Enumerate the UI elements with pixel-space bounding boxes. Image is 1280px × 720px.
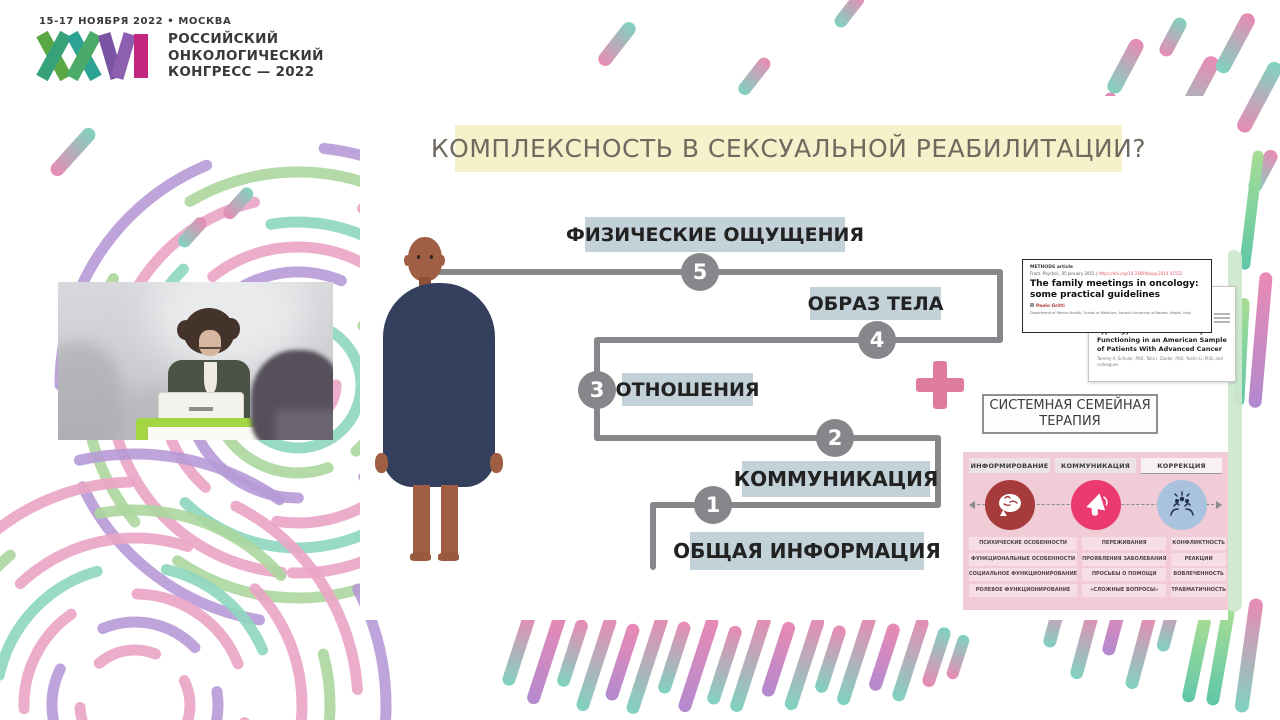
paper1-title: The family meetings in oncology: some pr…: [1030, 279, 1199, 300]
step-label-4: ОБРАЗ ТЕЛА: [808, 287, 943, 320]
slide-title: КОМПЛЕКСНОСТЬ В СЕКСУАЛЬНОЙ РЕАБИЛИТАЦИИ…: [431, 125, 1146, 172]
step-number-3: 3: [578, 371, 616, 409]
congress-name-line1: РОССИЙСКИЙ: [168, 31, 279, 47]
paper2-authors: Tammy A. Schuler, PhD, Talia I. Zaider, …: [1097, 356, 1223, 367]
person-hand-left: [375, 453, 388, 473]
list-item: «СЛОЖНЫЕ ВОПРОСЫ»: [1082, 583, 1167, 597]
paper1-meta: Front. Psychol., 05 January 2015 | https…: [1030, 271, 1204, 276]
step-number-2: 2: [816, 419, 854, 457]
paper1-doi-link: https://doi.org/10.3389/fpsyg.2014.01552: [1098, 271, 1183, 276]
step-number-5: 5: [681, 253, 719, 291]
paper1-author-name: Paolo Gritti: [1036, 304, 1065, 310]
therapy-panel: ИНФОРМИРОВАНИЕ КОММУНИКАЦИЯ КОРРЕКЦИЯ: [963, 452, 1228, 610]
person-dress: [383, 283, 495, 487]
panel-header-correction: КОРРЕКЦИЯ: [1141, 458, 1222, 474]
person-ear-left: [404, 255, 410, 266]
arrow-left-icon: [969, 501, 975, 509]
presentation-slide: КОМПЛЕКСНОСТЬ В СЕКСУАЛЬНОЙ РЕАБИЛИТАЦИИ…: [360, 96, 1236, 620]
paper-family-meetings: METHODS article Front. Psychol., 05 Janu…: [1022, 259, 1212, 333]
congress-logo: 15-17 НОЯБРЯ 2022 • МОСКВА РОССИЙСКИЙ ОН…: [36, 16, 324, 82]
confetti-bottom-right: [1043, 598, 1263, 713]
step-number-4: 4: [858, 321, 896, 359]
panel-header-informing: ИНФОРМИРОВАНИЕ: [969, 458, 1050, 473]
author-avatar-icon: [1030, 303, 1034, 308]
list-item: СОЦИАЛЬНОЕ ФУНКЦИОНИРОВАНИЕ: [969, 568, 1078, 581]
panel-column-communication: ПЕРЕЖИВАНИЯ ПРОЯВЛЕНИЯ ЗАБОЛЕВАНИЯ ПРОСЬ…: [1082, 537, 1167, 599]
caring-hands-icon: [1157, 480, 1207, 530]
paper2-faded-text: [1214, 313, 1230, 325]
list-item: ВОВЛЕЧЕННОСТЬ: [1171, 568, 1226, 581]
therapy-panel-headers: ИНФОРМИРОВАНИЕ КОММУНИКАЦИЯ КОРРЕКЦИЯ: [969, 458, 1222, 474]
paper1-meta-journal: Front. Psychol., 05 January 2015 |: [1030, 271, 1099, 276]
speaker-shirt: [204, 362, 217, 394]
list-item: РОЛЕВОЕ ФУНКЦИОНИРОВАНИЕ: [969, 583, 1078, 597]
step-number-1: 1: [694, 486, 732, 524]
speaker-face: [199, 330, 221, 356]
person-hand-right: [490, 453, 503, 473]
paper1-author: Paolo Gritti: [1030, 303, 1204, 309]
panel-column-correction: КОНФЛИКТНОСТЬ РЕАКЦИИ ВОВЛЕЧЕННОСТЬ ТРАВ…: [1171, 537, 1226, 599]
list-item: КОНФЛИКТНОСТЬ: [1171, 537, 1226, 550]
flow-connector-line: [427, 269, 1003, 570]
therapy-panel-lists: ПСИХИЧЕСКИЕ ОСОБЕННОСТИ ФУНКЦИОНАЛЬНЫЕ О…: [969, 537, 1226, 599]
person-head: [408, 237, 442, 281]
therapy-title-box: СИСТЕМНАЯ СЕМЕЙНАЯ ТЕРАПИЯ: [982, 394, 1158, 434]
list-item: РЕАКЦИИ: [1171, 552, 1226, 566]
person-leg-right: [441, 485, 458, 555]
person-foot-right: [438, 552, 459, 561]
confetti-top-center: [598, 0, 865, 96]
step-label-2: КОММУНИКАЦИЯ: [734, 461, 938, 497]
person-eye-left: [417, 255, 420, 259]
list-item: ПСИХИЧЕСКИЕ ОСОБЕННОСТИ: [969, 537, 1078, 550]
congress-name: РОССИЙСКИЙ ОНКОЛОГИЧЕСКИЙ КОНГРЕСС — 202…: [168, 31, 324, 81]
brain-icon: [985, 480, 1035, 530]
step-label-3: ОТНОШЕНИЯ: [615, 373, 760, 406]
megaphone-icon: [1071, 480, 1121, 530]
confetti-top-left: [50, 127, 254, 248]
congress-dates: 15-17 НОЯБРЯ 2022 • МОСКВА: [39, 16, 232, 27]
person-leg-left: [413, 485, 430, 555]
step-label-5: ФИЗИЧЕСКИЕ ОЩУЩЕНИЯ: [566, 217, 864, 252]
speaker-glasses: [198, 342, 222, 349]
panel-header-communication: КОММУНИКАЦИЯ: [1055, 458, 1136, 473]
list-item: ПРОСЬБЫ О ПОМОЩИ: [1082, 568, 1167, 581]
arrow-right-icon: [1216, 501, 1222, 509]
list-item: ПРОЯВЛЕНИЯ ЗАБОЛЕВАНИЯ: [1082, 552, 1167, 566]
congress-name-line3: КОНГРЕСС — 2022: [168, 64, 315, 81]
list-item: ТРАВМАТИЧНОСТЬ: [1171, 583, 1226, 597]
person-foot-left: [410, 552, 431, 561]
panel-column-informing: ПСИХИЧЕСКИЕ ОСОБЕННОСТИ ФУНКЦИОНАЛЬНЫЕ О…: [969, 537, 1078, 599]
step-label-1: ОБЩАЯ ИНФОРМАЦИЯ: [673, 532, 941, 570]
paper1-tag: METHODS article: [1030, 265, 1073, 270]
person-eye-right: [430, 255, 433, 259]
paper1-affiliation: Department of Mental Health, School of M…: [1030, 311, 1191, 316]
speaker-video-frame: [58, 282, 333, 440]
list-item: ПЕРЕЖИВАНИЯ: [1082, 537, 1167, 550]
xxvi-logo-icon: [36, 31, 148, 82]
confetti-bottom-center: [502, 612, 970, 714]
congress-name-line2: ОНКОЛОГИЧЕСКИЙ: [168, 47, 324, 64]
list-item: ФУНКЦИОНАЛЬНЫЕ ОСОБЕННОСТИ: [969, 552, 1078, 566]
person-ear-right: [439, 255, 445, 266]
patient-illustration: [375, 235, 505, 565]
audience-silhouette-right-2: [275, 410, 333, 440]
plus-icon: [916, 361, 964, 409]
therapy-panel-icons: [969, 478, 1222, 534]
fingerprint-arcs-bottom-left: [0, 448, 392, 720]
